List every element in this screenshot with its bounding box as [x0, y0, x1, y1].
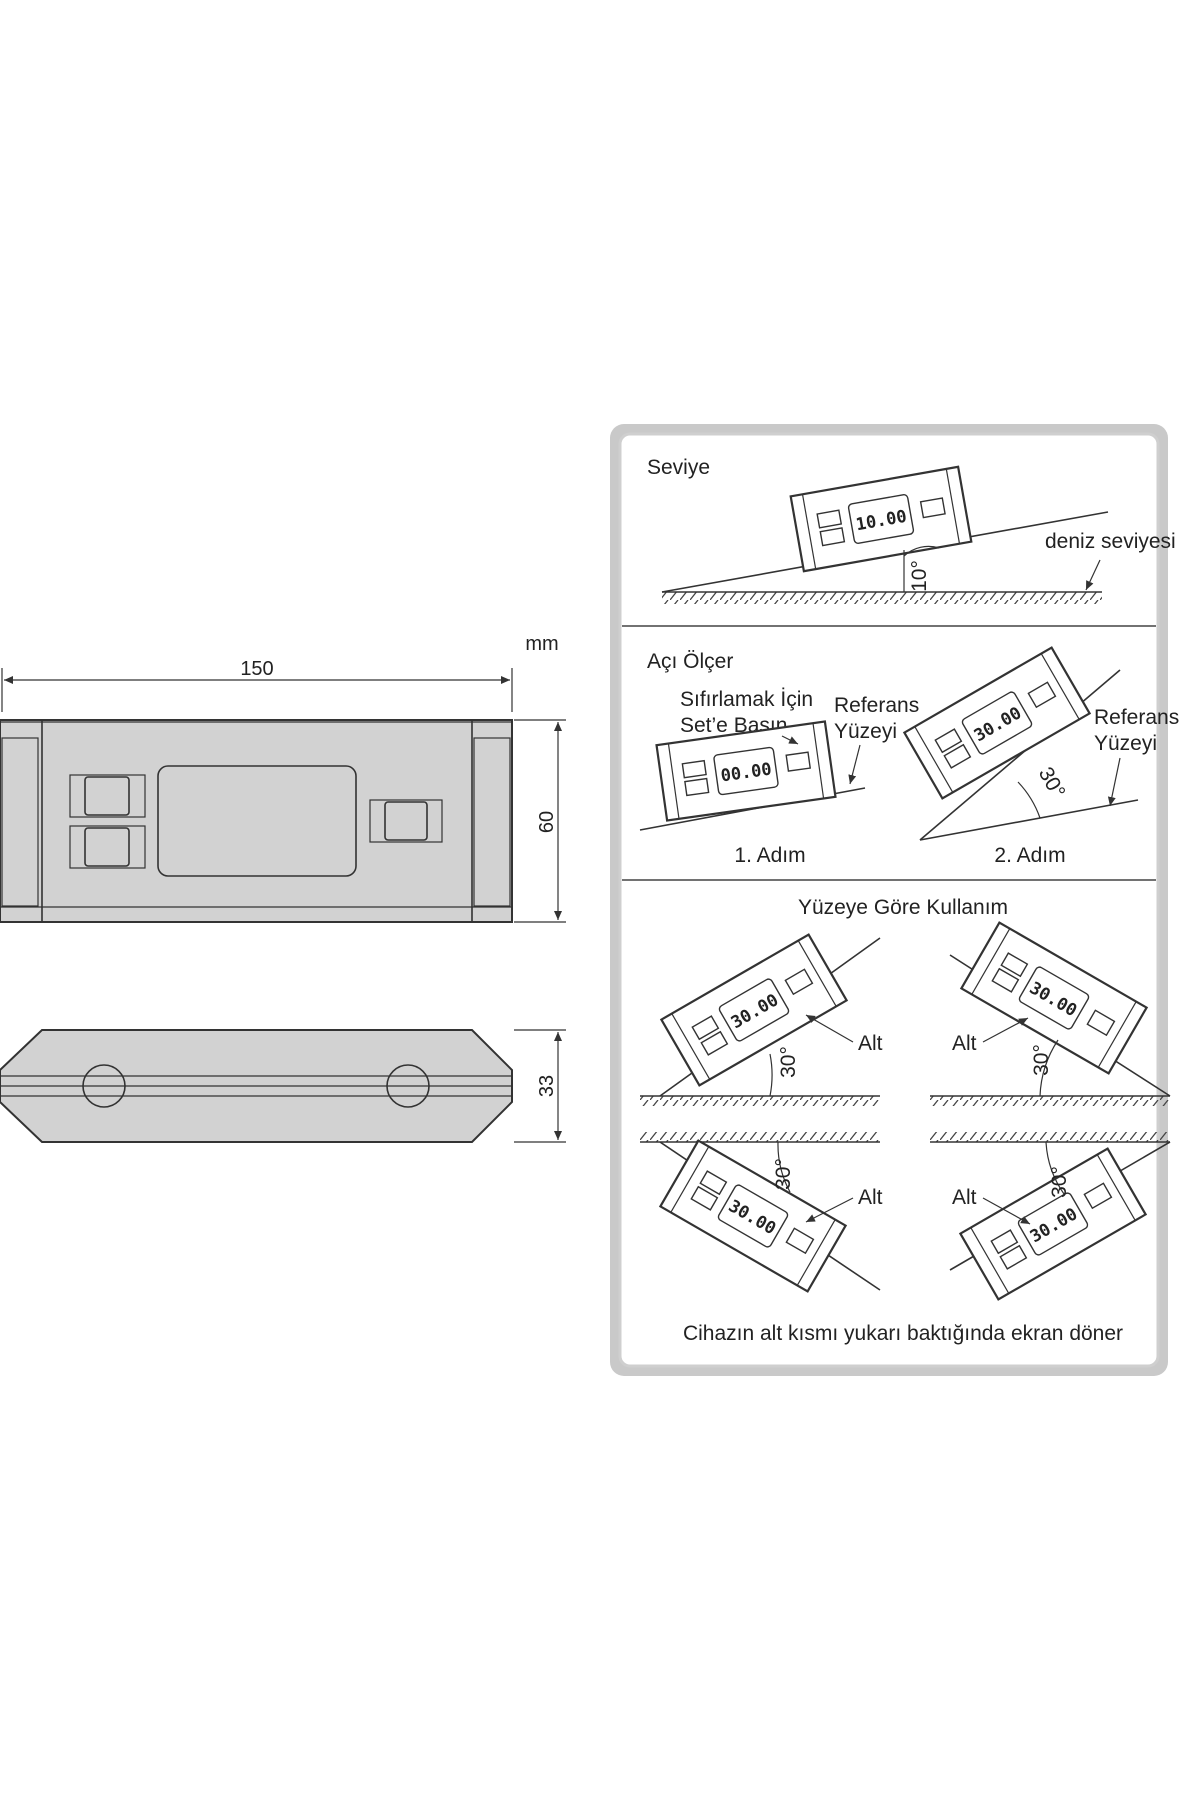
- reset-line1: Sıfırlamak İçin: [680, 688, 813, 711]
- svg-text:Alt: Alt: [952, 1032, 977, 1055]
- side-magnet-right: [386, 1064, 430, 1108]
- step1-device: 00.00: [655, 720, 837, 822]
- svg-text:30°: 30°: [777, 1046, 800, 1078]
- svg-text:30°: 30°: [1048, 1166, 1071, 1198]
- seviye-device: 10.00: [789, 465, 973, 573]
- depth-value: 33: [536, 1075, 558, 1097]
- svg-text:30°: 30°: [772, 1158, 795, 1190]
- front-button-top: [69, 774, 146, 818]
- usage-bottom-left: 30.00 30° Alt: [640, 1132, 883, 1293]
- front-view: mm 150 60: [0, 633, 566, 923]
- seviye-angle: 10°: [908, 560, 931, 592]
- aci-title: Açı Ölçer: [647, 650, 733, 673]
- footer-note: Cihazın alt kısmı yukarı baktığında ekra…: [683, 1322, 1123, 1345]
- svg-text:Alt: Alt: [858, 1186, 883, 1209]
- svg-text:Alt: Alt: [858, 1032, 883, 1055]
- ref2-line1: Referans: [1094, 706, 1179, 729]
- front-button-bottom: [69, 825, 146, 869]
- front-display: [157, 765, 357, 877]
- front-button-right: [369, 799, 443, 843]
- sea-level-label: deniz seviyesi: [1045, 530, 1176, 553]
- usage-bottom-right: 30.00 30° Alt: [930, 1132, 1171, 1301]
- section-yuzeye: Yüzeye Göre Kullanım 30.00 30° Alt 30.00: [640, 896, 1171, 1345]
- section-seviye: Seviye 10.00 10° deniz seviyesi: [647, 456, 1176, 604]
- step2-device: 30.00: [903, 646, 1091, 800]
- svg-text:30°: 30°: [1030, 1044, 1053, 1076]
- seviye-title: Seviye: [647, 456, 710, 479]
- ref2-line2: Yüzeyi: [1094, 732, 1157, 755]
- ref1-line2: Yüzeyi: [834, 720, 897, 743]
- usage-top-left: 30.00 30° Alt: [640, 933, 883, 1106]
- side-view: 33: [0, 1029, 566, 1143]
- svg-text:Alt: Alt: [952, 1186, 977, 1209]
- ref1-line1: Referans: [834, 694, 919, 717]
- device-front-body: [0, 719, 513, 923]
- height-value: 60: [536, 811, 558, 833]
- usage-top-right: 30.00 30° Alt: [930, 921, 1171, 1106]
- yuzeye-title: Yüzeye Göre Kullanım: [798, 896, 1008, 919]
- reference-surface-2: [919, 799, 1139, 841]
- step1-label: 1. Adım: [734, 844, 805, 867]
- width-value: 150: [240, 658, 273, 680]
- unit-label: mm: [525, 633, 558, 655]
- side-magnet-left: [82, 1064, 126, 1108]
- step2-label: 2. Adım: [994, 844, 1065, 867]
- measure-surface: [919, 669, 1121, 841]
- section-aci-olcer: Açı Ölçer Sıfırlamak İçin Set’e Basın 00…: [639, 646, 1179, 867]
